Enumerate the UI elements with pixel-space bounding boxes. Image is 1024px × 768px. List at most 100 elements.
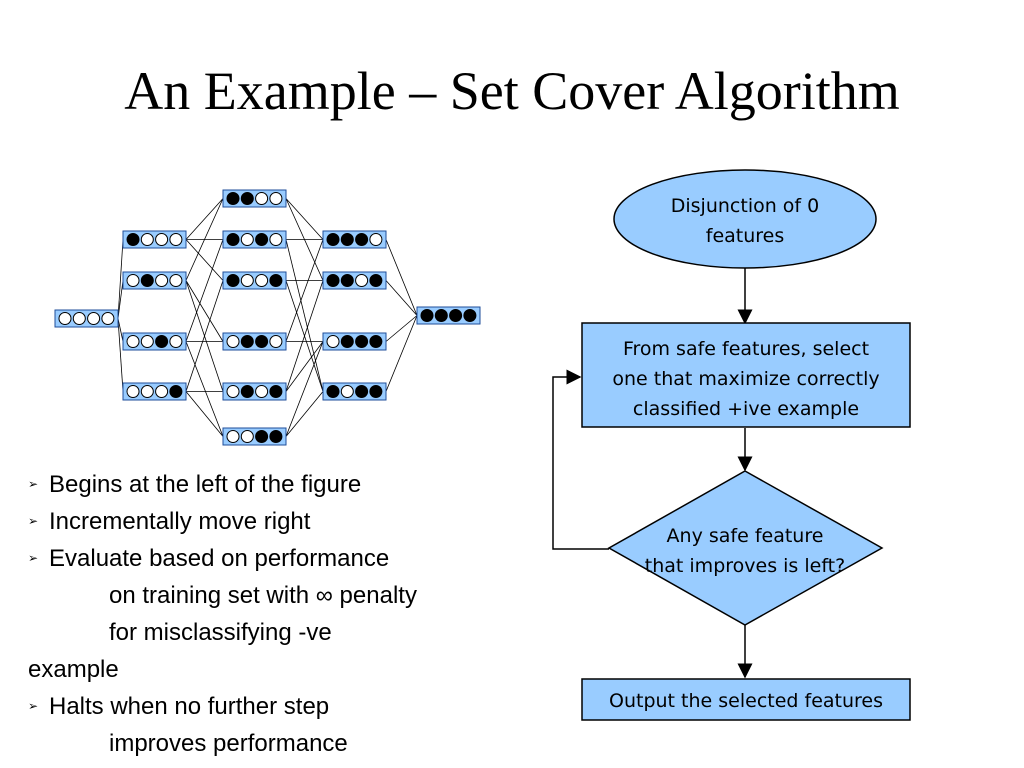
- start-node-line-2: features: [706, 225, 785, 247]
- flowchart-output-node: Output the selected features: [581, 678, 911, 721]
- lattice-node-0001: [122, 382, 187, 401]
- process-node-line-2: one that maximize correctly: [612, 368, 879, 390]
- feature-on-dot: [326, 233, 340, 246]
- lattice-node-1000: [122, 230, 187, 249]
- lattice-node-1101: [322, 271, 387, 290]
- feature-on-dot: [226, 192, 240, 205]
- lattice-node-box: [122, 382, 187, 401]
- feature-off-dot: [87, 312, 101, 325]
- lattice-edge: [185, 391, 224, 437]
- lattice-node-box: [322, 271, 387, 290]
- feature-on-dot: [340, 274, 354, 287]
- feature-on-dot: [226, 274, 240, 287]
- connector-decision-loop-back: [552, 369, 609, 550]
- bullet-arrow-icon: ➢: [28, 477, 39, 491]
- bullet-arrow-icon: ➢: [28, 699, 39, 713]
- lattice-node-0000: [54, 309, 119, 328]
- feature-off-dot: [269, 192, 283, 205]
- feature-on-dot: [269, 274, 283, 287]
- bullet-continuation: for misclassifying -ve: [109, 619, 332, 646]
- lattice-node-0101: [222, 382, 287, 401]
- feature-on-dot: [240, 192, 254, 205]
- lattice-edge: [285, 280, 324, 392]
- feature-on-dot: [369, 274, 383, 287]
- lattice-node-box: [222, 427, 287, 446]
- bullet-arrow-icon: ➢: [28, 514, 39, 528]
- feature-on-dot: [463, 309, 477, 322]
- lattice-edge: [117, 239, 124, 319]
- feature-on-dot: [269, 430, 283, 443]
- feature-off-dot: [269, 233, 283, 246]
- feature-on-dot: [140, 274, 154, 287]
- feature-off-dot: [126, 385, 140, 398]
- lattice-node-box: [122, 271, 187, 290]
- lattice-node-box: [222, 332, 287, 351]
- lattice-edge: [185, 341, 224, 437]
- lattice-edge: [385, 239, 418, 316]
- lattice-node-box: [322, 230, 387, 249]
- feature-off-dot: [126, 335, 140, 348]
- lattice-edge: [117, 318, 124, 392]
- bullet-text: Halts when no further step: [49, 693, 330, 720]
- output-node-label: Output the selected features: [609, 690, 883, 712]
- bullet-continuation: improves performance: [109, 730, 348, 757]
- lattice-edge: [285, 239, 324, 342]
- lattice-node-0100: [122, 271, 187, 290]
- lattice-node-box: [222, 382, 287, 401]
- bullet-text: Begins at the left of the figure: [49, 471, 362, 498]
- feature-on-dot: [255, 430, 269, 443]
- bullet-item: ➢ Halts when no further step: [28, 688, 528, 725]
- feature-on-dot: [420, 309, 434, 322]
- lattice-node-box: [122, 230, 187, 249]
- decision-node-line-1: Any safe feature: [667, 525, 824, 547]
- bullet-continuation: on training set with ∞ penalty: [109, 582, 417, 609]
- bullet-text: Evaluate based on performance: [49, 545, 390, 572]
- bullet-item: ➢ Begins at the left of the figure: [28, 466, 528, 503]
- feature-on-dot: [369, 385, 383, 398]
- lattice-node-0011: [222, 427, 287, 446]
- feature-off-dot: [169, 233, 183, 246]
- feature-off-dot: [340, 385, 354, 398]
- lattice-node-1001: [222, 271, 287, 290]
- feature-off-dot: [369, 233, 383, 246]
- feature-on-dot: [240, 335, 254, 348]
- lattice-edge: [185, 198, 224, 281]
- feature-off-dot: [355, 274, 369, 287]
- bullet-arrow-icon: ➢: [28, 551, 39, 565]
- lattice-node-1010: [222, 230, 287, 249]
- lattice-edge: [185, 239, 224, 342]
- feature-off-dot: [240, 233, 254, 246]
- feature-on-dot: [126, 233, 140, 246]
- bullet-text: Incrementally move right: [49, 508, 311, 535]
- lattice-node-box: [222, 230, 287, 249]
- feature-on-dot: [340, 335, 354, 348]
- feature-off-dot: [255, 192, 269, 205]
- lattice-edge: [285, 239, 324, 392]
- lattice-node-box: [322, 382, 387, 401]
- page-title: An Example – Set Cover Algorithm: [124, 61, 900, 121]
- lattice-node-0010: [122, 332, 187, 351]
- lattice-edge: [117, 318, 124, 342]
- feature-on-dot: [240, 385, 254, 398]
- feature-on-dot: [169, 385, 183, 398]
- lattice-node-box: [222, 271, 287, 290]
- bullet-list: ➢ Begins at the left of the figure ➢ Incre…: [28, 466, 528, 762]
- feature-off-dot: [226, 335, 240, 348]
- feature-on-dot: [255, 335, 269, 348]
- feature-on-dot: [369, 335, 383, 348]
- feature-off-dot: [72, 312, 86, 325]
- feature-on-dot: [226, 233, 240, 246]
- feature-on-dot: [155, 335, 169, 348]
- lattice-node-box: [222, 189, 287, 208]
- feature-on-dot: [340, 233, 354, 246]
- feature-off-dot: [155, 274, 169, 287]
- feature-off-dot: [240, 274, 254, 287]
- lattice-edge: [285, 198, 324, 240]
- feature-on-dot: [326, 274, 340, 287]
- feature-off-dot: [140, 335, 154, 348]
- bullet-item: ➢ Incrementally move right: [28, 503, 528, 540]
- feature-off-dot: [326, 335, 340, 348]
- feature-off-dot: [240, 430, 254, 443]
- lattice-node-1011: [322, 382, 387, 401]
